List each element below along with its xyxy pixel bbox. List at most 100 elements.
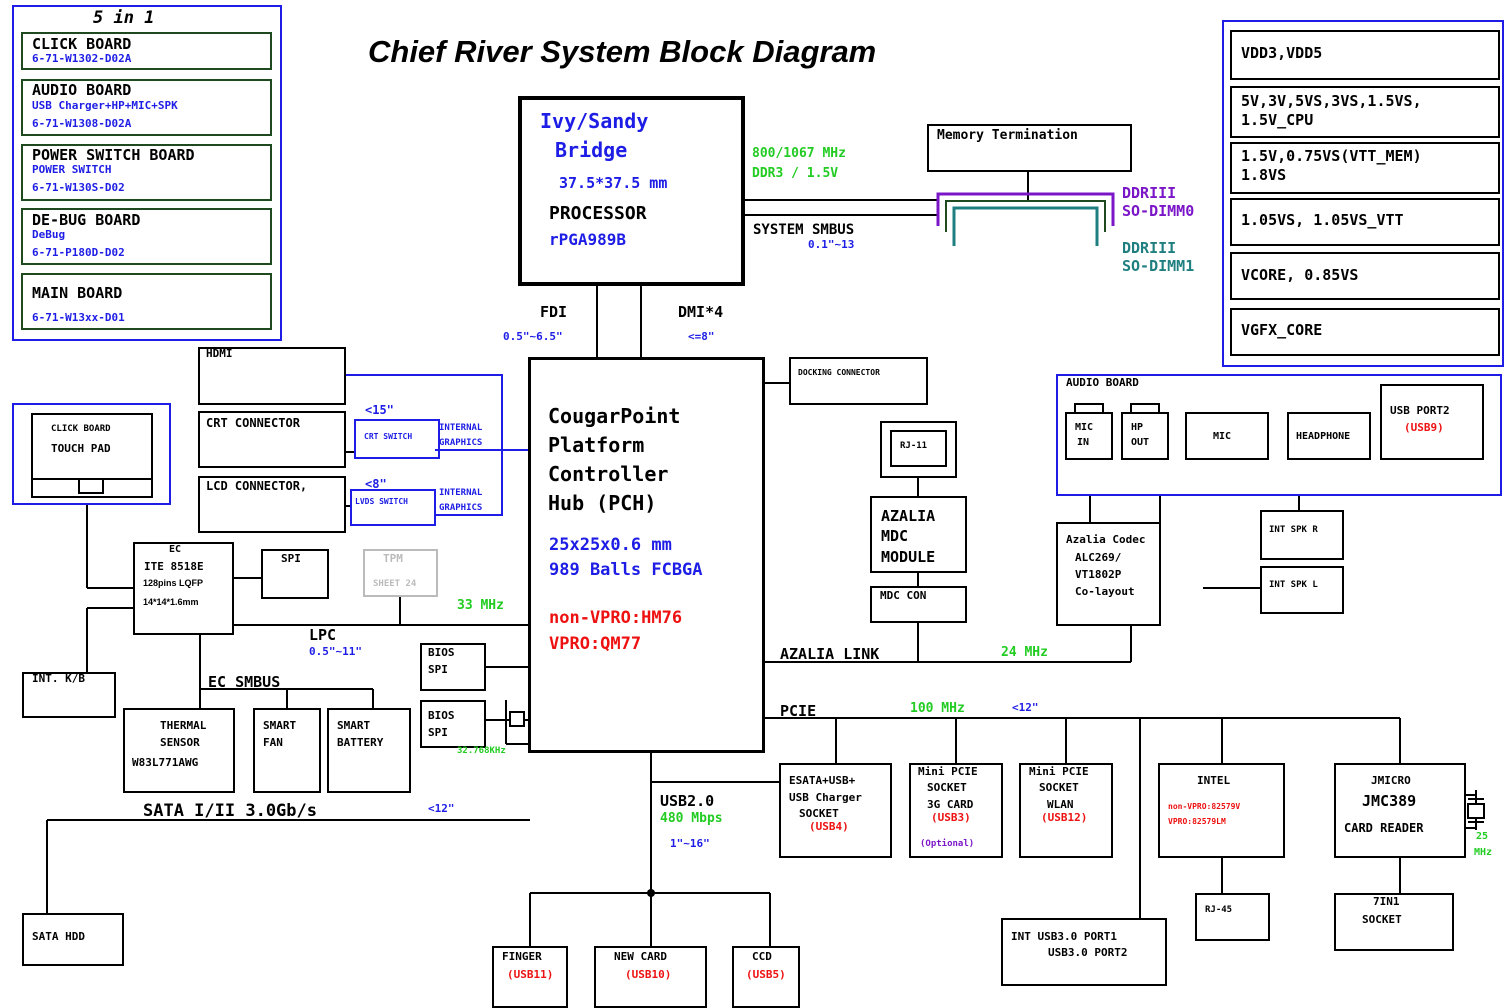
usb3-port2-label: USB3.0 PORT2 xyxy=(1048,946,1128,959)
memory-termination-box xyxy=(927,124,1132,172)
7in1-socket-box xyxy=(1334,893,1454,951)
boards-panel xyxy=(12,5,282,341)
pcie-label: PCIE xyxy=(780,702,817,720)
codec-label-1: Azalia Codec xyxy=(1066,533,1146,546)
mdc-label-3: MODULE xyxy=(881,548,936,566)
main-board-box xyxy=(21,273,272,330)
bios-spi-box-2 xyxy=(420,700,486,748)
ec-size: 14*14*1.6mm xyxy=(143,597,199,607)
esata-label-2: USB Charger xyxy=(789,791,862,804)
usb-port2-box xyxy=(1380,384,1484,460)
intel-lan-nonvpro: non-VPRO:82579V xyxy=(1168,802,1241,811)
boards-heading: 5 in 1 xyxy=(93,8,155,28)
lpc-frequency: 33 MHz xyxy=(457,598,504,613)
click-board-box xyxy=(21,32,272,70)
tpm-box xyxy=(363,549,438,597)
ec-label: EC xyxy=(169,544,182,555)
bios-spi-1-label-1: BIOS xyxy=(428,646,455,659)
bios-spi-box-1 xyxy=(420,643,486,691)
power-rail-box-6 xyxy=(1230,308,1500,356)
azalia-codec-box xyxy=(1056,522,1161,626)
docking-connector-box xyxy=(789,357,928,405)
usb2-label: USB2.0 xyxy=(660,792,715,810)
intel-lan-vpro: VPRO:82579LM xyxy=(1168,817,1226,826)
int-spk-r-label: INT SPK R xyxy=(1269,525,1318,535)
card-reader-chip: JMC389 xyxy=(1362,792,1417,810)
main-board-name: MAIN BOARD xyxy=(32,284,123,302)
mini-pcie-3g-box xyxy=(909,763,1003,858)
battery-label-2: BATTERY xyxy=(337,736,384,749)
pch-package: 989 Balls FCBGA xyxy=(549,560,703,580)
azalia-link-frequency: 24 MHz xyxy=(1001,645,1048,660)
docking-connector-label: DOCKING CONNECTOR xyxy=(798,368,880,377)
pch-name-line3: Controller xyxy=(548,462,669,486)
debug-board-part: 6-71-P180D-D02 xyxy=(32,246,125,259)
dimm1-slot: SO-DIMM1 xyxy=(1122,257,1195,275)
mpcie-3g-label-2: SOCKET xyxy=(927,781,967,794)
intel-lan-label: INTEL xyxy=(1197,774,1231,787)
pch-sku-vpro: VPRO:QM77 xyxy=(549,634,642,654)
rj11-label: RJ-11 xyxy=(900,441,928,451)
pch-sku-nonvpro: non-VPRO:HM76 xyxy=(549,608,683,628)
new-card-box xyxy=(594,946,707,1008)
power-switch-board-desc: POWER SWITCH xyxy=(32,163,112,176)
audio-board-panel xyxy=(1056,374,1502,496)
spi-box xyxy=(261,549,329,599)
card-reader-freq-value: 25 xyxy=(1476,831,1489,842)
tpm-label: TPM xyxy=(383,552,403,565)
ec-chip: ITE 8518E xyxy=(144,560,204,573)
pch-name-line2: Platform xyxy=(548,433,645,457)
ccd-box xyxy=(732,946,800,1008)
mic-in-label-2: IN xyxy=(1077,437,1090,448)
mem-frequency: 800/1067 MHz xyxy=(752,146,846,161)
cpu-size: 37.5*37.5 mm xyxy=(559,174,668,192)
pch-block xyxy=(528,357,765,753)
thermal-label-1: THERMAL xyxy=(160,719,207,732)
power-rail-box-2 xyxy=(1230,86,1500,138)
crt-internal-label: INTERNAL xyxy=(439,423,483,433)
crt-switch-label: CRT SWITCH xyxy=(364,432,413,441)
audio-board-desc: USB Charger+HP+MIC+SPK xyxy=(32,99,178,112)
mpcie-3g-optional: (Optional) xyxy=(920,839,975,849)
lcd-length: <8" xyxy=(365,477,387,491)
hdmi-box xyxy=(198,347,346,405)
headphone-label: HEADPHONE xyxy=(1296,431,1351,442)
dimm0-slot: SO-DIMM0 xyxy=(1122,202,1195,220)
power-switch-board-part: 6-71-W130S-D02 xyxy=(32,181,125,194)
system-smbus-length: 0.1"~13 xyxy=(808,238,855,251)
usb3-ports-box xyxy=(1001,918,1167,986)
lcd-connector-label: LCD CONNECTOR, xyxy=(206,479,308,493)
power-rail-vgfx: VGFX_CORE xyxy=(1241,321,1323,339)
power-rail-vdd: VDD3,VDD5 xyxy=(1241,44,1323,62)
cpu-label: PROCESSOR xyxy=(549,203,647,224)
dimm0-type: DDRIII xyxy=(1122,184,1177,202)
mic-in-tab xyxy=(1074,403,1104,413)
system-smbus-label: SYSTEM SMBUS xyxy=(753,222,855,238)
power-rail-box-4 xyxy=(1230,198,1500,246)
diagram-title: Chief River System Block Diagram xyxy=(368,34,877,69)
new-card-label: NEW CARD xyxy=(614,950,667,963)
bios-spi-1-label-2: SPI xyxy=(428,663,448,676)
mdc-label-2: MDC xyxy=(881,527,909,545)
card-reader-freq-unit: MHz xyxy=(1474,847,1493,858)
spi-label: SPI xyxy=(281,552,301,565)
lcd-connector-box xyxy=(198,476,346,533)
crt-connector-box xyxy=(198,411,346,468)
power-switch-board-box xyxy=(21,144,272,201)
touchpad-label: TOUCH PAD xyxy=(51,442,111,455)
power-rail-box-3 xyxy=(1230,142,1500,194)
thermal-chip: W83L771AWG xyxy=(132,756,199,769)
power-rail-box-5 xyxy=(1230,252,1500,300)
touchpad-button xyxy=(78,478,104,494)
mdc-connector-label: MDC CON xyxy=(880,589,927,602)
cpu-block xyxy=(518,96,745,286)
7in1-socket-label-2: SOCKET xyxy=(1362,913,1402,926)
keyboard-label: INT. K/B xyxy=(32,672,85,685)
power-rail-mem: 1.5V,0.75VS(VTT_MEM) xyxy=(1241,147,1422,165)
crt-length: <15" xyxy=(365,403,394,417)
touchpad-board-label: CLICK BOARD xyxy=(51,424,111,434)
mpcie-wlan-label-1: Mini PCIE xyxy=(1029,765,1089,778)
thermal-sensor-box xyxy=(123,708,235,793)
power-switch-board-name: POWER SWITCH BOARD xyxy=(32,146,195,164)
